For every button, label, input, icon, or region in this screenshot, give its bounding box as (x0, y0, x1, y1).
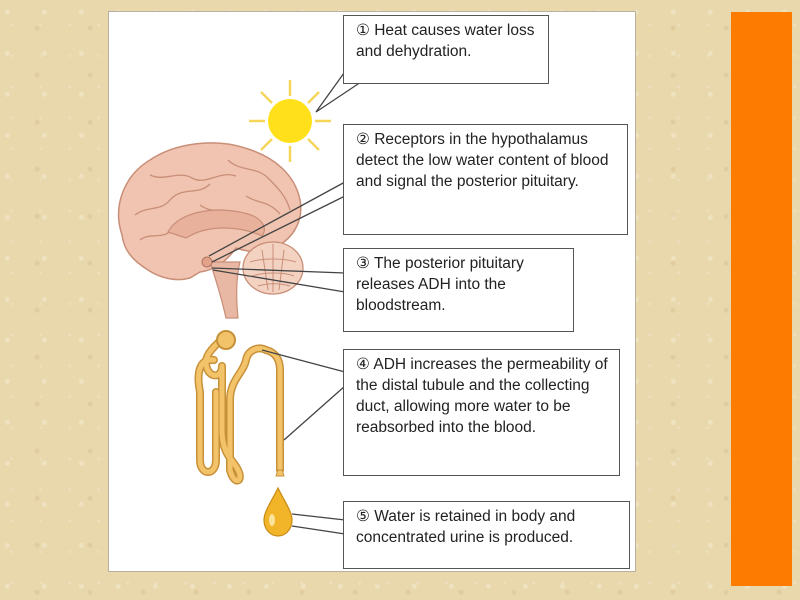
droplet-icon (263, 486, 293, 537)
step-5-number: ⑤ (356, 508, 370, 525)
step-3-number: ③ (356, 255, 370, 272)
step-1-number: ① (356, 22, 370, 39)
step-4-text: ADH increases the permeability of the di… (356, 356, 608, 436)
accent-bar (731, 12, 792, 586)
step-3-text: The posterior pituitary releases ADH int… (356, 255, 524, 314)
step-4-number: ④ (356, 356, 370, 373)
step-2-callout: ② Receptors in the hypothalamus detect t… (343, 124, 628, 235)
brain-illustration (117, 142, 304, 319)
sun-icon (249, 80, 331, 162)
step-5-text: Water is retained in body and concentrat… (356, 508, 576, 546)
step-2-text: Receptors in the hypothalamus detect the… (356, 131, 609, 190)
step-2-number: ② (356, 131, 370, 148)
step-4-callout: ④ ADH increases the permeability of the … (343, 349, 620, 476)
nephron-illustration (194, 330, 285, 485)
step-3-callout: ③ The posterior pituitary releases ADH i… (343, 248, 574, 332)
step-1-text: Heat causes water loss and dehydration. (356, 22, 535, 60)
step-1-callout: ① Heat causes water loss and dehydration… (343, 15, 549, 84)
step-5-callout: ⑤ Water is retained in body and concentr… (343, 501, 630, 569)
